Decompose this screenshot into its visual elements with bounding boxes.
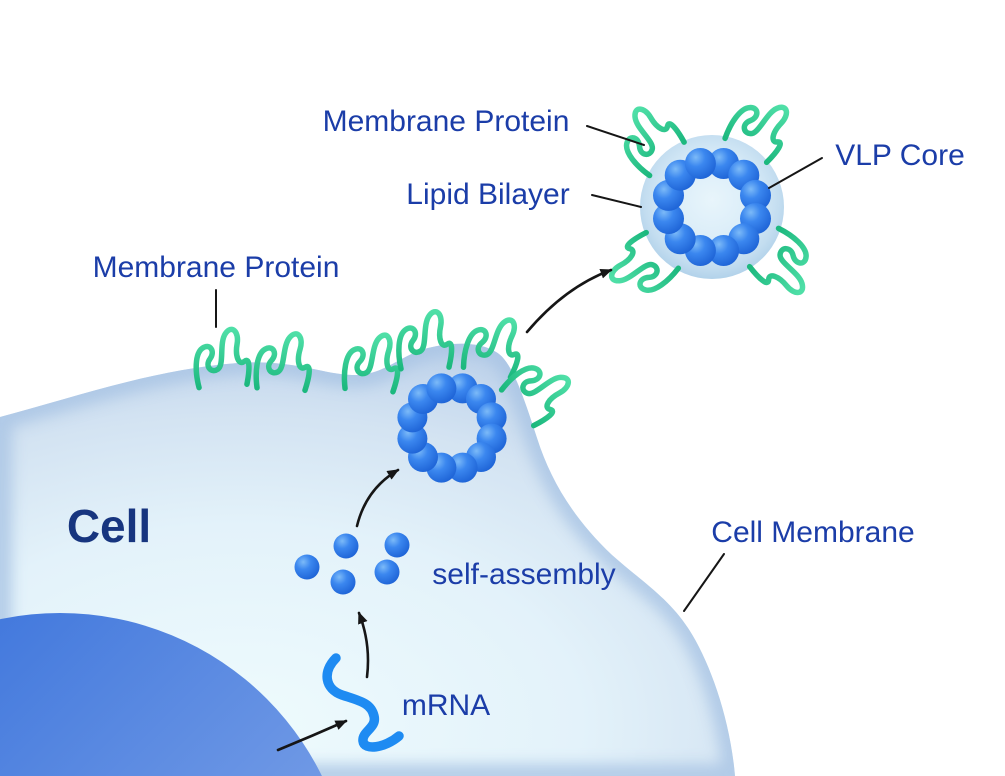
leader-lipid-bilayer <box>591 194 642 208</box>
arrow-budding-to-vlp <box>525 268 613 334</box>
label-cell: Cell <box>67 500 151 552</box>
capsid-sphere <box>653 203 684 235</box>
capsid-protein-dots <box>294 532 410 595</box>
capsid-sphere <box>684 148 716 179</box>
vlp-capsid-ring <box>653 148 771 266</box>
leader-membrane-protein-top <box>586 125 645 146</box>
capsid-sphere <box>397 423 428 454</box>
capsid-protein-dot <box>333 533 359 559</box>
leader-vlp-core <box>768 157 823 189</box>
capsid-sphere <box>476 402 507 433</box>
capsid-sphere <box>426 373 457 404</box>
label-membrane-protein-cell: Membrane Protein <box>93 251 340 284</box>
label-self-assembly: self-assembly <box>432 558 615 591</box>
capsid-protein-dot <box>330 569 356 595</box>
capsid-sphere <box>740 179 771 211</box>
label-mrna: mRNA <box>402 689 490 722</box>
capsid-protein-dot <box>294 554 320 580</box>
cell-nucleus <box>0 613 322 776</box>
arrow-nucleus-to-mrna <box>276 719 348 752</box>
label-membrane-protein-top: Membrane Protein <box>323 105 570 138</box>
capsid-sphere <box>447 452 478 483</box>
label-cell-membrane: Cell Membrane <box>711 516 914 549</box>
label-lipid-bilayer: Lipid Bilayer <box>406 178 569 211</box>
arrow-mrna-to-dots <box>357 611 370 679</box>
mrna-squiggle <box>322 653 404 752</box>
capsid-protein-dot <box>374 559 400 585</box>
arrow-dots-to-ring <box>355 468 400 528</box>
label-vlp-core: VLP Core <box>835 139 965 172</box>
leader-cell-membrane <box>683 553 725 612</box>
budding-capsid-ring <box>397 373 507 483</box>
capsid-protein-dot <box>384 532 410 558</box>
capsid-sphere <box>708 235 740 266</box>
